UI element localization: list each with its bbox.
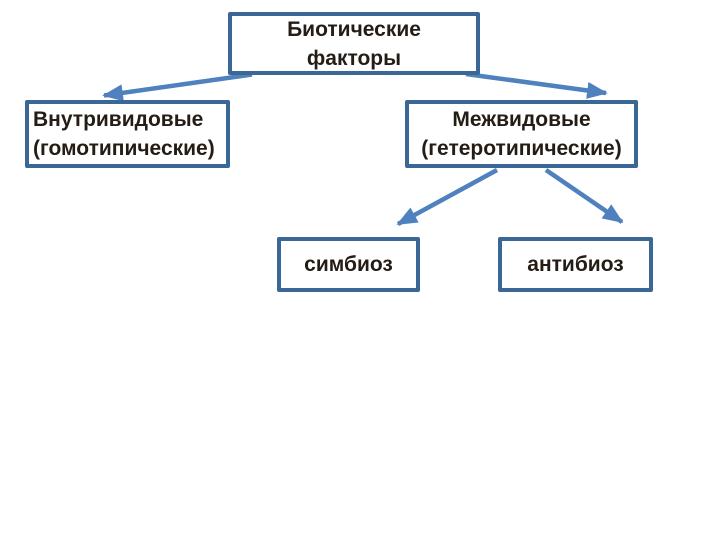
arrow-interspecific-to-antibiosis — [544, 168, 624, 224]
node-intraspecific: Внутривидовые (гомотипические) — [25, 100, 230, 168]
arrow-interspecific-to-symbiosis — [396, 168, 499, 226]
arrow-biotic-to-interspecific — [465, 71, 608, 99]
node-antibiosis: антибиоз — [498, 237, 653, 292]
node-antibiosis-label: антибиоз — [527, 253, 624, 276]
node-symbiosis-label: симбиоз — [304, 253, 393, 276]
node-interspecific: Межвидовые (гетеротипические) — [405, 100, 638, 168]
node-biotic-factors: Биотические факторы — [228, 12, 480, 75]
node-biotic-factors-label: Биотические факторы — [287, 17, 421, 70]
node-intraspecific-label: Внутривидовые (гомотипические) — [33, 108, 215, 160]
node-interspecific-label: Межвидовые (гетеротипические) — [421, 108, 622, 160]
node-symbiosis: симбиоз — [277, 237, 420, 292]
arrow-biotic-to-intraspecific — [102, 72, 253, 102]
